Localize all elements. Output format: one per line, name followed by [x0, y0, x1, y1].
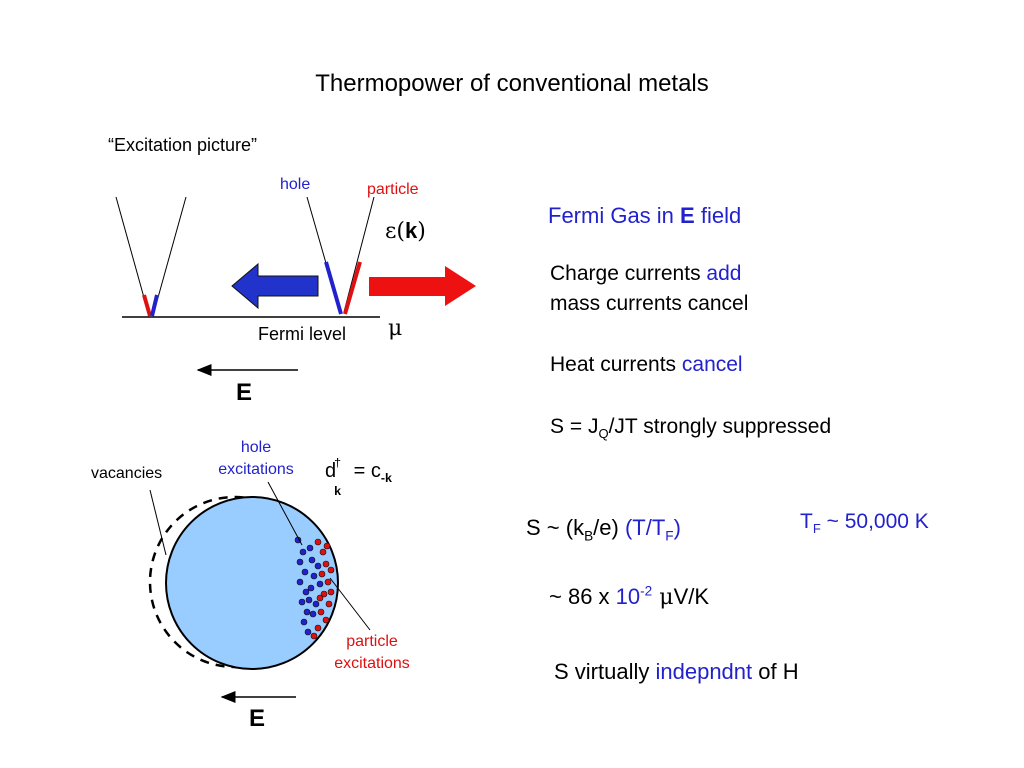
fermi-level-label: Fermi level [258, 324, 347, 344]
particle-excitations-pointer [329, 577, 371, 631]
fermi-temperature-line: TF ~ 50,000 K [800, 510, 929, 537]
right-cone-line-b [343, 196, 375, 313]
particle-excitation-dot [316, 594, 324, 602]
vacancies-label: vacancies [91, 465, 163, 482]
e-field-label-bottom: E [249, 705, 266, 732]
hole-excitation-dot [296, 558, 304, 566]
hole-excitation-dot [304, 628, 312, 636]
particle-excitation-dot [317, 608, 325, 616]
band-diagram [115, 196, 476, 376]
blue-thick-arrow [231, 262, 319, 310]
left-cone-line-b [153, 196, 187, 313]
hole-excitation-dot [306, 544, 314, 552]
charge-currents-line: Charge currents add [550, 262, 742, 285]
particle-excitation-dot [322, 560, 330, 568]
mass-currents-line: mass currents cancel [550, 292, 749, 315]
fermi-sphere-diagram [148, 481, 371, 703]
fermi-sphere [165, 496, 339, 670]
particle-excitation-dot [327, 588, 335, 596]
left-cone-line-a [115, 196, 149, 313]
hole-excitation-dot [301, 568, 309, 576]
hole-excitation-dot [298, 598, 306, 606]
particle-excitation-dot [323, 542, 331, 550]
particle-label: particle [367, 181, 419, 198]
particle-excitation-dot [322, 616, 330, 624]
field-independence-line: S virtually indepndnt of H [554, 659, 799, 684]
particle-excitation-dot [320, 590, 328, 598]
thermopower-formula: S ~ (kB/e) (T/TF) [526, 515, 681, 544]
hole-excitation-dot [305, 596, 313, 604]
hole-excitation-dot [296, 578, 304, 586]
thermopower-value-line: ~ 86 x 10-2 μV/K [549, 583, 710, 610]
hole-excitation-dot [303, 608, 311, 616]
heat-currents-line: Heat currents cancel [550, 353, 743, 376]
hole-excitation-dot [300, 618, 308, 626]
fermi-gas-heading: Fermi Gas in E field [548, 203, 742, 228]
red-thick-arrow [369, 266, 476, 306]
excitation-dots [294, 536, 335, 640]
excitation-picture-label: “Excitation picture” [108, 135, 258, 155]
hole-excitations-pointer [267, 481, 303, 546]
particle-excitation-dot [324, 578, 332, 586]
operator-identity: d†k = c-k [325, 456, 392, 498]
hole-excitation-dot [299, 548, 307, 556]
particle-excitation-dot [319, 548, 327, 556]
right-cone-blue [324, 261, 343, 315]
hole-label: hole [280, 176, 311, 193]
particle-excitation-dot [314, 624, 322, 632]
particle-excitation-dot [325, 600, 333, 608]
particle-excitation-dot [318, 570, 326, 578]
e-field-label-top: E [236, 379, 253, 406]
mu-symbol: μ [388, 316, 403, 341]
hole-excitation-dot [314, 562, 322, 570]
particle-excitation-dot [314, 538, 322, 546]
particle-excitation-dot [310, 632, 318, 640]
right-cone-red [343, 261, 362, 315]
epsilon-k-label: ε(k) [385, 218, 426, 244]
particle-excitation-dot [327, 566, 335, 574]
thermopower-suppressed-line: S = JQ/JT strongly suppressed [550, 415, 832, 442]
hole-excitation-dot [308, 556, 316, 564]
vacancies-pointer [149, 489, 167, 556]
page-title: Thermopower of conventional metals [315, 70, 709, 97]
left-cone-blue [150, 294, 159, 317]
hole-excitation-dot [309, 610, 317, 618]
left-cone-red [142, 294, 152, 317]
hole-excitation-dot [307, 584, 315, 592]
hole-excitation-dot [310, 572, 318, 580]
hole-excitation-dot [312, 600, 320, 608]
hole-excitation-dot [302, 588, 310, 596]
hole-excitation-dot [316, 580, 324, 588]
